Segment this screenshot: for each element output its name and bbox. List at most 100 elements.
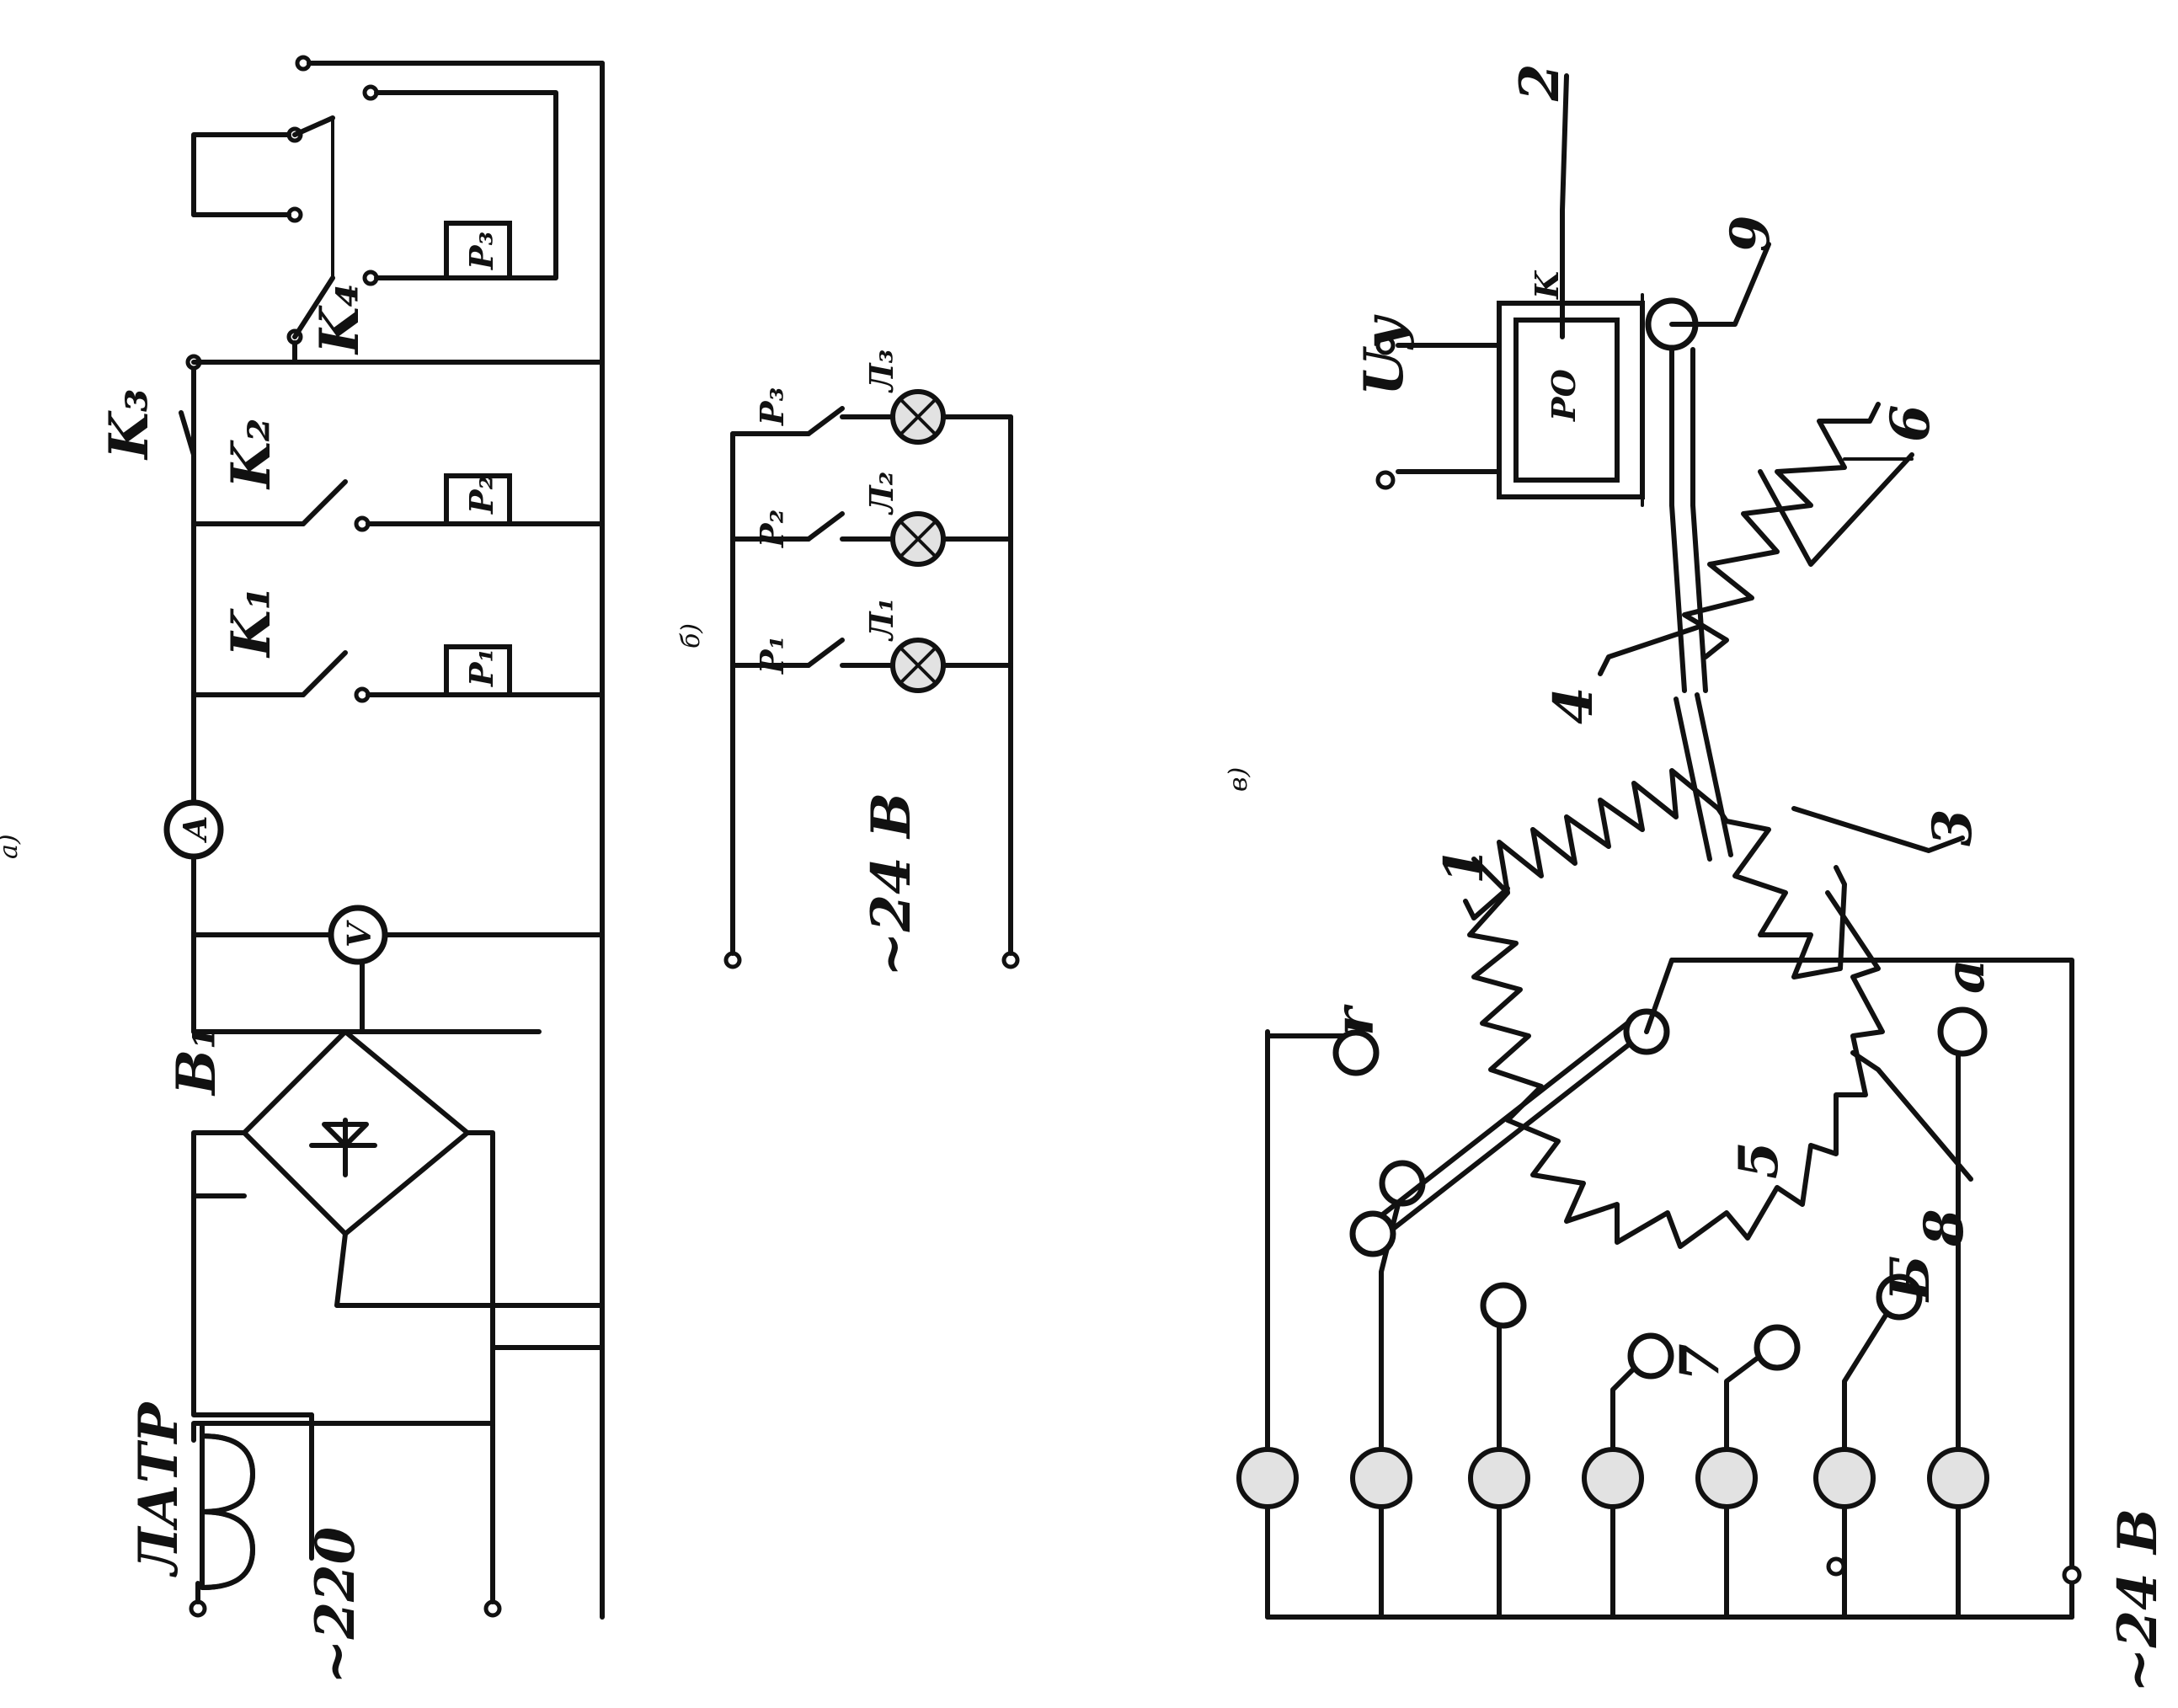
c-lever-2 bbox=[1695, 692, 1733, 857]
c-uy-label: Uу bbox=[1353, 314, 1416, 396]
relay-p2 bbox=[444, 473, 512, 526]
c-lever-4 bbox=[1690, 503, 1708, 693]
c-lever-1 bbox=[1674, 697, 1712, 862]
k1-label: K₁ bbox=[220, 586, 283, 659]
k4-label: K₄ bbox=[308, 283, 371, 355]
c-num-7: 7 bbox=[1668, 1343, 1732, 1381]
c-stud-lead-1 bbox=[1265, 1033, 1350, 1451]
b-lamp-1-x2 bbox=[899, 647, 937, 684]
c-lamp-2 bbox=[1350, 1447, 1412, 1509]
c-num-3: 3 bbox=[1921, 809, 1984, 846]
c-stud-4 bbox=[1627, 1332, 1674, 1380]
bridge-out bbox=[191, 932, 365, 1034]
c-terminal-1 bbox=[1826, 1556, 1846, 1577]
c-stud-lead-4 bbox=[1610, 1366, 1636, 1451]
diagram-c: в) bbox=[1224, 63, 2170, 1693]
b-l3-label: Л₃ bbox=[862, 350, 900, 393]
diagram-b: б) ~24 В P₁ Л₁ P₂ Л₂ P₃ Л₃ bbox=[676, 350, 1020, 977]
c-stud-3 bbox=[1480, 1282, 1527, 1329]
c-stud-lead-6 bbox=[1842, 1311, 1889, 1451]
b-contact-p3 bbox=[806, 406, 845, 436]
b-lamp-3-x2 bbox=[899, 398, 937, 435]
k4-blade-1 bbox=[292, 275, 335, 339]
caption-b: б) bbox=[676, 623, 706, 649]
caption-c: в) bbox=[1224, 767, 1253, 792]
latr-coil bbox=[200, 1429, 255, 1590]
c-pointer-3 bbox=[1791, 806, 1965, 853]
c-num-5: 5 bbox=[1727, 1141, 1791, 1179]
c-pointer-2 bbox=[1560, 73, 1569, 339]
voltmeter bbox=[328, 905, 388, 965]
c-return-spring bbox=[1682, 402, 1881, 659]
bridge-lead bbox=[191, 1130, 247, 1198]
b-l2-label: Л₂ bbox=[862, 472, 900, 515]
c-pointer-8 bbox=[1850, 1050, 1973, 1182]
diagram-a: а) ЛАТР ~220 B₁ V bbox=[0, 55, 605, 1684]
k2-label: K₂ bbox=[220, 418, 283, 490]
c-label-r: r bbox=[1323, 1004, 1386, 1036]
relay-p3 bbox=[444, 221, 512, 280]
ammeter-label: A bbox=[176, 816, 214, 843]
c-lamp-1 bbox=[1236, 1447, 1299, 1509]
c-lamp-3 bbox=[1468, 1447, 1530, 1509]
c-uy-terminal-2 bbox=[1375, 470, 1396, 490]
c-pointer-4 bbox=[1598, 625, 1700, 676]
b-contact-p1 bbox=[806, 638, 845, 668]
p3-label: P₃ bbox=[462, 232, 500, 270]
c-num-2: 2 bbox=[1508, 63, 1572, 102]
c-label-b: Б bbox=[1879, 1255, 1942, 1303]
switch-k1 bbox=[301, 650, 348, 697]
switch-k2 bbox=[301, 479, 348, 526]
latr-output bbox=[191, 1193, 314, 1417]
bridge-lead-2 bbox=[334, 1231, 605, 1308]
c-terminal-2 bbox=[2062, 1565, 2082, 1585]
p2-label: P₂ bbox=[462, 476, 500, 515]
c-lamp-6 bbox=[1813, 1447, 1876, 1509]
c-k-label: K bbox=[1528, 270, 1566, 300]
c-num-6: 6 bbox=[1879, 404, 1942, 442]
c-label-a: a bbox=[1934, 959, 1997, 994]
bridge-label: B₁ bbox=[165, 1026, 228, 1097]
b-lamp-2-x2 bbox=[899, 520, 937, 558]
voltmeter-label: V bbox=[340, 920, 378, 947]
caption-a: а) bbox=[0, 834, 24, 859]
b-p1-label: P₁ bbox=[753, 636, 791, 675]
c-relay-core bbox=[1513, 318, 1620, 483]
c-num-9: 9 bbox=[1719, 215, 1782, 253]
p3-return bbox=[374, 90, 558, 280]
c-lamp-stems bbox=[1379, 1505, 2074, 1620]
c-stud-6 bbox=[1876, 1273, 1923, 1321]
c-ratchet-wheel bbox=[1467, 890, 1885, 1249]
b-l1-label: Л₁ bbox=[862, 598, 900, 642]
switch-k3 bbox=[179, 410, 196, 457]
c-stud-lead-5 bbox=[1724, 1353, 1763, 1451]
b-voltage-label: ~24 В bbox=[860, 793, 923, 977]
c-num-8: 8 bbox=[1913, 1209, 1976, 1247]
latr-frame bbox=[191, 1421, 495, 1443]
c-pointer-1 bbox=[1463, 886, 1510, 921]
c-lamp-7 bbox=[1927, 1447, 1989, 1509]
diode-symbol bbox=[309, 1118, 377, 1177]
b-p3-label: P₃ bbox=[753, 387, 791, 426]
c-pointer-6 bbox=[1758, 452, 1914, 567]
c-spring-upper bbox=[1471, 768, 1729, 895]
c-stud-7 bbox=[1937, 1006, 1988, 1057]
k3-label: K₃ bbox=[98, 388, 161, 461]
c-hub-lead bbox=[1644, 958, 1674, 1034]
c-po-label: PO bbox=[1545, 369, 1583, 422]
c-lamp-5 bbox=[1695, 1447, 1758, 1509]
c-num-1: 1 bbox=[1433, 846, 1496, 884]
c-rotor-tip bbox=[1349, 1210, 1396, 1257]
k4-bypass bbox=[191, 132, 291, 217]
c-voltage-label: ~24 В bbox=[2106, 1508, 2170, 1693]
b-p2-label: P₂ bbox=[753, 510, 791, 548]
c-rotor-arm-1 bbox=[1379, 1025, 1653, 1241]
c-supply-wire bbox=[1669, 958, 2074, 1569]
latr-label: ЛАТР bbox=[127, 1401, 190, 1577]
c-lamp-4 bbox=[1582, 1447, 1644, 1509]
ammeter bbox=[163, 799, 224, 860]
c-lever-3 bbox=[1669, 503, 1687, 693]
p1-label: P₁ bbox=[462, 649, 500, 687]
c-stud-1 bbox=[1332, 1029, 1380, 1076]
